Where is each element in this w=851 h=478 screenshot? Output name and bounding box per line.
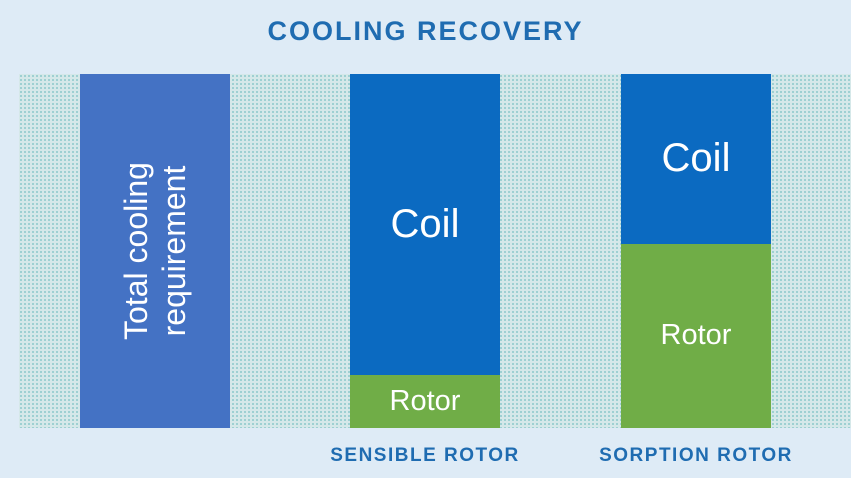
- bar-total-cooling-requirement: Total cooling requirement: [80, 74, 230, 428]
- category-label-sorption-rotor: SORPTION ROTOR: [599, 445, 793, 466]
- total-label-line-2: requirement: [156, 165, 193, 337]
- category-label-sensible-rotor: SENSIBLE ROTOR: [330, 445, 520, 466]
- bar-sorption-coil: Coil: [621, 74, 771, 244]
- bar-sensible-rotor: Rotor: [350, 374, 500, 428]
- plot-area: Total cooling requirement Coil Rotor Coi…: [19, 74, 851, 428]
- sensible-coil-label: Coil: [390, 201, 460, 246]
- bar-sorption-rotor: Rotor: [621, 243, 771, 428]
- bar-sensible-coil: Coil: [350, 74, 500, 375]
- sorption-coil-label: Coil: [661, 136, 731, 181]
- sorption-rotor-label: Rotor: [660, 319, 732, 352]
- total-requirement-label: Total cooling requirement: [117, 162, 193, 340]
- sensible-rotor-label: Rotor: [389, 384, 461, 417]
- chart-title: COOLING RECOVERY: [267, 16, 584, 46]
- total-label-line-1: Total cooling: [118, 162, 155, 340]
